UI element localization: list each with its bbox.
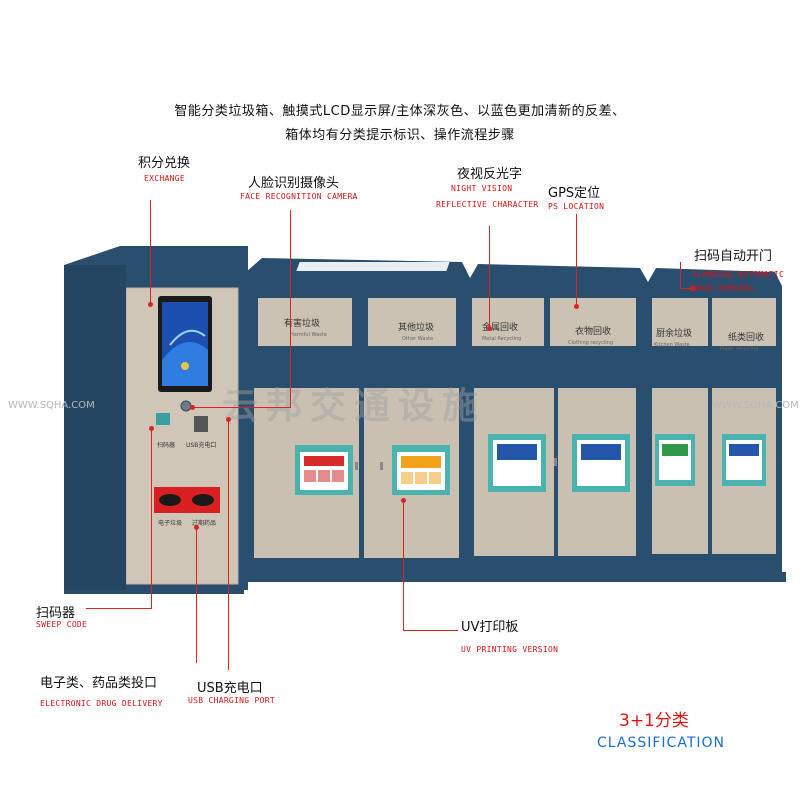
bin-5-label: 厨余垃圾 bbox=[656, 327, 692, 339]
callout-uv-title: UV打印板 bbox=[461, 620, 519, 635]
callout-scan-open-sub2: DOOR OPENING bbox=[692, 284, 754, 293]
bin-2-sublabel: Other Waste bbox=[402, 336, 433, 342]
kiosk-scanner-label: 扫码器 bbox=[157, 441, 175, 449]
bin-6-sublabel: Paper recycling bbox=[720, 346, 758, 352]
watermark-right: WWW.SQHA.COM bbox=[712, 400, 799, 411]
callout-face-sub: FACE RECOGNITION CAMERA bbox=[240, 192, 358, 201]
callout-night-sub1: NIGHT VISION bbox=[451, 184, 513, 193]
callout-usb-title: USB充电口 bbox=[197, 681, 263, 696]
bin-module-1 bbox=[246, 258, 470, 580]
header-line-1: 智能分类垃圾箱、触摸式LCD显示屏/主体深灰色、以蓝色更加清新的反差、 bbox=[174, 104, 626, 119]
bin-6-label: 纸类回收 bbox=[728, 331, 764, 343]
bin-4-sublabel: Clothing recycling bbox=[568, 340, 613, 346]
watermark-left: WWW.SQHA.COM bbox=[8, 400, 95, 411]
callout-scan-open-sub1: SCANNING AUTOMATIC bbox=[692, 270, 785, 279]
callout-drug-sub: ELECTRONIC DRUG DELIVERY bbox=[40, 699, 163, 708]
callout-gps-sub: PS LOCATION bbox=[548, 202, 605, 211]
callout-sweep-title: 扫码器 bbox=[36, 606, 76, 621]
callout-night-sub2: REFLECTIVE CHARACTER bbox=[436, 200, 539, 209]
callout-exchange-sub: EXCHANGE bbox=[144, 174, 185, 183]
callout-usb-sub: USB CHARGING PORT bbox=[188, 696, 275, 705]
classification-title: 3+1分类 bbox=[619, 711, 689, 731]
kiosk-body: 扫码器 USB充电口 电子垃圾 过期药品 bbox=[64, 246, 248, 590]
bin-1-sublabel: Harmful Waste bbox=[290, 332, 327, 338]
callout-face-title: 人脸识别摄像头 bbox=[248, 176, 340, 191]
header-line-2: 箱体均有分类提示标识、操作流程步骤 bbox=[285, 128, 515, 143]
callout-uv-sub: UV PRINTING VERSION bbox=[461, 645, 559, 654]
bin-2-label: 其他垃圾 bbox=[398, 321, 434, 333]
bin-1-label: 有害垃圾 bbox=[284, 317, 320, 329]
kiosk-electronic-label: 电子垃圾 bbox=[158, 519, 182, 527]
kiosk-drug-label: 过期药品 bbox=[192, 519, 216, 527]
classification-subtitle: CLASSIFICATION bbox=[597, 735, 725, 751]
watermark-center: 云邦交通设施 bbox=[222, 385, 486, 427]
callout-drug-title: 电子类、药品类投口 bbox=[40, 676, 158, 691]
bin-3-sublabel: Metal Recycling bbox=[482, 336, 521, 342]
bin-5-sublabel: Kitchen Waste bbox=[654, 342, 690, 348]
bin-4-label: 衣物回收 bbox=[575, 325, 611, 337]
callout-night-title: 夜视反光字 bbox=[457, 167, 523, 182]
kiosk-usb-label: USB充电口 bbox=[186, 441, 216, 449]
callout-sweep-sub: SWEEP CODE bbox=[36, 620, 88, 629]
bin-module-2 bbox=[470, 264, 648, 575]
callout-scan-open-title: 扫码自动开门 bbox=[694, 249, 773, 264]
bin-module-3 bbox=[648, 268, 782, 572]
callout-exchange-title: 积分兑换 bbox=[138, 156, 191, 171]
callout-gps-title: GPS定位 bbox=[548, 186, 601, 201]
